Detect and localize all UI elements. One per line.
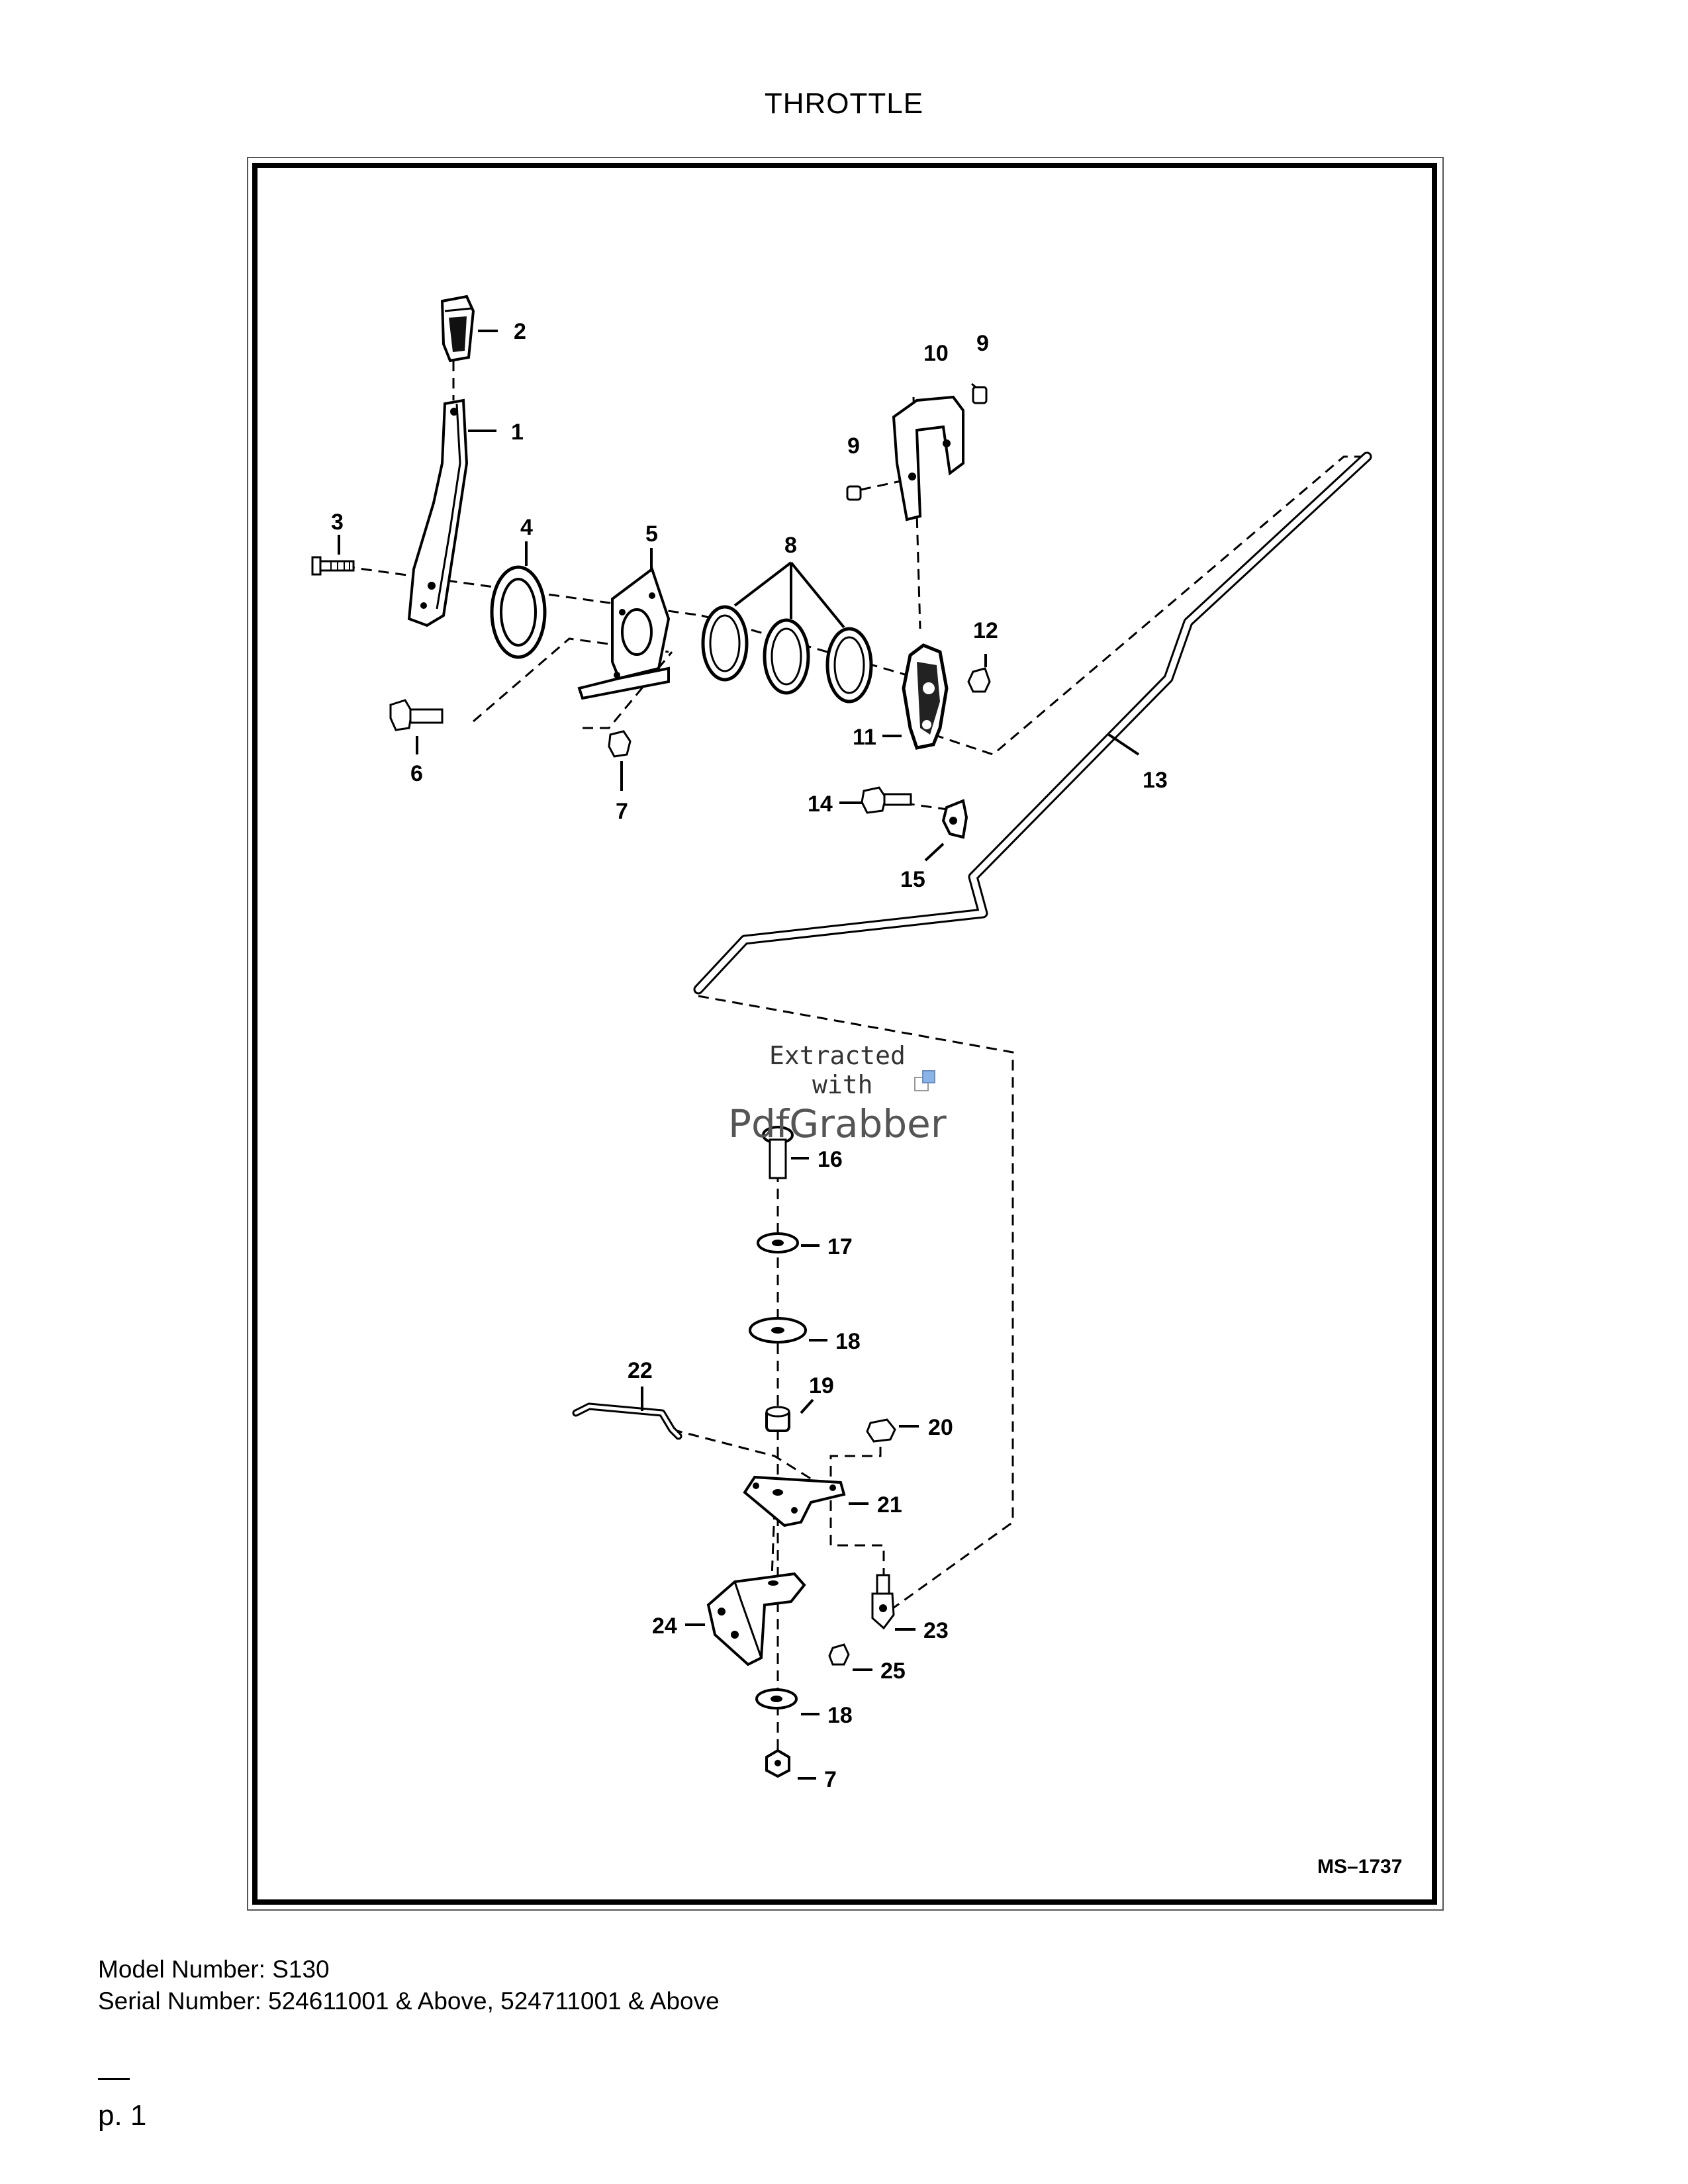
part-21-plate [743,1475,846,1527]
model-number: Model Number: S130 [98,1956,330,1983]
callout-14: 14 [808,792,833,817]
callout-9-top: 9 [976,331,989,356]
callout-19: 19 [809,1373,834,1398]
part-3-bolt [311,556,355,576]
part-8-friction-discs [701,605,873,704]
part-4-washer [490,565,547,659]
part-14-bolt [861,786,912,814]
part-18-washer [749,1317,807,1343]
part-23-swivel [871,1574,895,1630]
serial-number: Serial Number: 524611001 & Above, 524711… [98,1987,720,2015]
watermark-line-2: with [812,1070,873,1099]
part-17-washer [757,1232,799,1253]
callout-13: 13 [1143,768,1168,793]
part-9-pins [846,386,988,501]
callout-16: 16 [818,1147,843,1172]
callout-1: 1 [511,420,524,445]
callout-20: 20 [928,1415,953,1440]
watermark-line-3: PdfGrabber [728,1101,947,1146]
part-19-spacer [765,1406,790,1432]
callout-leader-lines [338,330,1140,1780]
diagram-frame-outer [247,157,1444,1911]
part-22-link-rod [572,1402,682,1440]
callout-15: 15 [900,867,925,892]
callout-18: 18 [835,1329,861,1354]
callout-2: 2 [514,319,526,344]
part-11-lever-pivot [902,643,949,750]
part-6-bolt [389,699,444,731]
page-number: p. 1 [98,2099,147,2132]
part-12-nut [967,667,991,693]
part-20-nut [866,1418,896,1443]
callout-6: 6 [410,761,423,786]
callout-7: 7 [616,799,628,824]
watermark-line-1: Extracted [769,1041,906,1070]
part-5-friction-bracket [577,567,671,700]
callout-22: 22 [628,1358,653,1383]
pdfgrabber-watermark: Extracted with PdfGrabber [728,1041,947,1146]
callout-11: 11 [853,725,876,750]
part-24-mount-bracket [706,1572,806,1666]
part-1-throttle-lever [407,398,469,627]
part-16-bolt [762,1126,794,1179]
page-separator [98,2078,130,2080]
diagram-frame [252,163,1437,1905]
part-15-clip [941,799,968,839]
part-18-washer-lower [755,1688,798,1709]
callout-24: 24 [652,1614,677,1639]
part-7-nut-lower [765,1749,790,1778]
part-2-lever-knob [440,295,475,363]
part-10-bracket [892,395,964,522]
callout-7-lower: 7 [824,1767,837,1792]
callout-25: 25 [880,1659,906,1684]
callout-10: 10 [923,341,949,366]
part-7-nut [608,730,632,758]
drawing-number: MS–1737 [1317,1856,1402,1878]
callout-9: 9 [847,433,860,459]
callout-18-lower: 18 [827,1703,853,1728]
callout-3: 3 [331,510,344,535]
callout-labels: 2 1 3 4 5 8 10 9 9 12 11 13 6 7 14 15 16… [331,319,1168,1792]
callout-4: 4 [520,515,533,540]
page-title: THROTTLE [764,87,924,120]
callout-5: 5 [645,522,658,547]
callout-12: 12 [973,618,998,643]
callout-17: 17 [827,1234,853,1259]
part-25-nut [828,1643,850,1666]
callout-8: 8 [784,533,797,558]
callout-21: 21 [877,1492,902,1518]
part-13-throttle-rod [693,451,1372,995]
callout-23: 23 [923,1618,949,1643]
